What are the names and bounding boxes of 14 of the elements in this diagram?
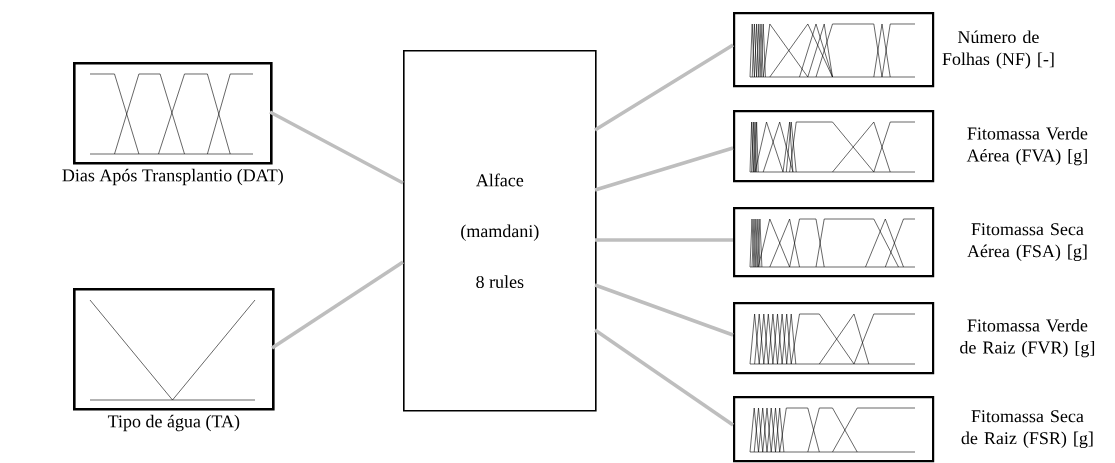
output-label: Número de Folhas (NF) [-] (942, 30, 1054, 69)
input-label: Dias Após Transplantio (DAT) (62, 168, 283, 186)
connector-line (269, 110, 404, 185)
output-label: Fitomassa Seca de Raiz (FSR) [g] (961, 410, 1093, 448)
input-label: Tipo de água (TA) (107, 414, 240, 432)
connector-line (594, 43, 734, 132)
connector-line (595, 238, 733, 242)
output-label: Fitomassa Seca Aérea (FSA) [g] (967, 223, 1087, 261)
connector-line (594, 283, 734, 337)
output-label: Fitomassa Verde Aérea (FVA) [g] (966, 126, 1088, 166)
output-label: Fitomassa Verde de Raiz (FVR) [g] (960, 318, 1095, 358)
connector-line (271, 260, 404, 350)
connector-line (594, 328, 734, 427)
connector-line (594, 146, 734, 192)
